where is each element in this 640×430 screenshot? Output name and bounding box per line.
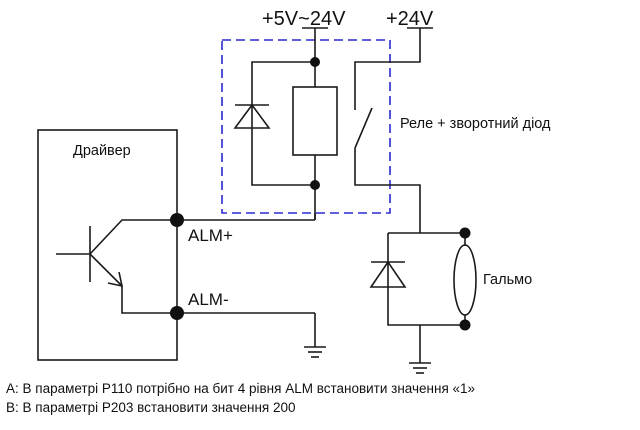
brake-diode-loop xyxy=(387,233,465,326)
emitter-wire xyxy=(121,286,315,314)
relay-coil xyxy=(292,86,338,156)
supply-variable-label: +5V~24V xyxy=(262,8,346,30)
brake-diode-icon xyxy=(369,260,407,288)
alm-plus-label: ALM+ xyxy=(188,226,233,245)
note-a: A: В параметрі P110 потрібно на бит 4 рі… xyxy=(6,381,476,396)
brake-node-top xyxy=(459,227,471,239)
relay-node-bottom xyxy=(310,180,320,190)
alm-plus-terminal xyxy=(170,213,184,227)
transistor-emitter xyxy=(89,253,123,287)
relay-diode-icon xyxy=(233,103,271,129)
driver-box xyxy=(37,129,178,361)
switch-bottom-wire xyxy=(354,148,421,233)
relay-module-box xyxy=(221,39,391,214)
brake-label: Гальмо xyxy=(483,272,532,288)
alm-minus-terminal xyxy=(170,306,184,320)
switch-blade xyxy=(354,107,373,149)
brake-node-bottom xyxy=(459,319,471,331)
brake-coil xyxy=(453,244,477,316)
relay-node-top xyxy=(310,57,320,67)
collector-wire xyxy=(89,219,315,255)
relay-diode-loop xyxy=(251,61,315,186)
relay-label: Реле + зворотний діод xyxy=(400,116,551,132)
supply-fixed-label: +24V xyxy=(386,8,434,30)
alm-minus-label: ALM- xyxy=(188,290,229,309)
switch-top-wire xyxy=(354,28,421,110)
note-b: B: В параметрі P203 встановити значення … xyxy=(6,400,296,415)
driver-label: Драйвер xyxy=(73,143,131,159)
